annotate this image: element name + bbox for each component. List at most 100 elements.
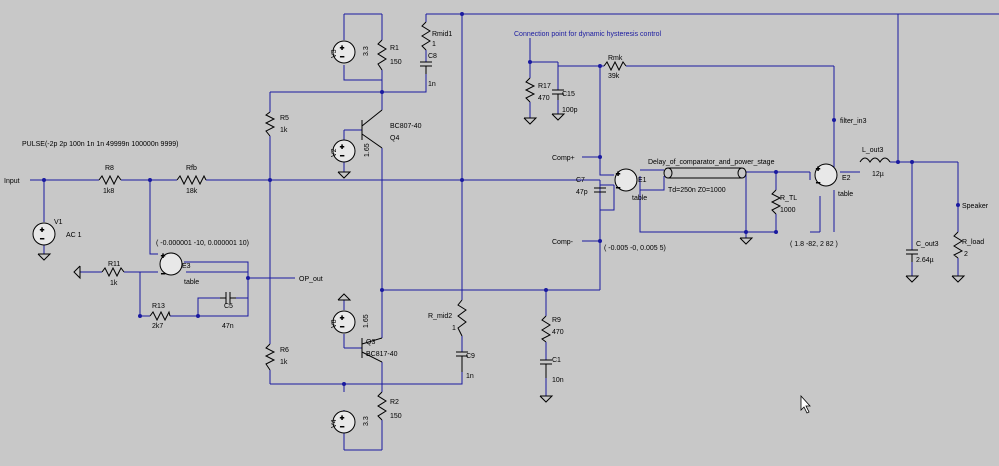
source-e2[interactable]: +− — [814, 163, 838, 188]
svg-text:R1: R1 — [390, 45, 399, 52]
svg-text:1: 1 — [432, 41, 436, 48]
capacitor-c15[interactable] — [552, 89, 564, 100]
svg-text:1n: 1n — [428, 81, 436, 88]
svg-text:−: − — [816, 180, 820, 187]
resistor-r6[interactable] — [264, 343, 276, 371]
resistor-rfb[interactable] — [176, 174, 207, 186]
svg-text:150: 150 — [390, 413, 402, 420]
svg-text:+: + — [40, 227, 44, 234]
svg-text:47n: 47n — [222, 323, 234, 330]
ground-symbols — [37, 113, 966, 403]
svg-text:12µ: 12µ — [872, 171, 884, 178]
svg-text:( 1.8 -82, 2 82 ): ( 1.8 -82, 2 82 ) — [790, 241, 838, 248]
resistor-r9[interactable] — [541, 315, 552, 343]
svg-text:R6: R6 — [280, 347, 289, 354]
resistor-rmid1[interactable] — [421, 21, 431, 51]
svg-text:2.64µ: 2.64µ — [916, 257, 934, 264]
comp-minus-label: Comp- — [552, 239, 574, 246]
source-v1[interactable]: +− — [32, 222, 56, 246]
svg-text:1k8: 1k8 — [103, 188, 114, 195]
source-v8[interactable]: +− — [332, 310, 356, 334]
svg-text:C9: C9 — [466, 353, 475, 360]
svg-text:2k7: 2k7 — [152, 323, 163, 330]
svg-text:+: + — [161, 253, 165, 260]
svg-text:BC817-40: BC817-40 — [366, 351, 398, 358]
svg-text:+: + — [340, 315, 344, 322]
svg-text:L_out3: L_out3 — [862, 147, 884, 154]
capacitor-c9[interactable] — [456, 351, 468, 372]
svg-text:−: − — [161, 271, 165, 278]
svg-text:470: 470 — [552, 329, 564, 336]
svg-text:C1: C1 — [552, 357, 561, 364]
pulse-label: PULSE(-2p 2p 100n 1n 1n 49999n 100000n 9… — [22, 141, 178, 148]
svg-text:100p: 100p — [562, 107, 578, 114]
svg-text:150: 150 — [390, 59, 402, 66]
svg-text:1.65: 1.65 — [363, 314, 370, 328]
wires — [30, 13, 999, 451]
svg-text:( -0.000001 -10, 0.000001 10): ( -0.000001 -10, 0.000001 10) — [156, 240, 249, 247]
mouse-cursor-icon — [800, 394, 811, 414]
svg-text:−: − — [340, 54, 344, 61]
resistor-r5[interactable] — [264, 111, 276, 137]
transmission-line[interactable] — [663, 167, 747, 179]
svg-text:table: table — [184, 279, 199, 286]
resistor-r11[interactable] — [101, 266, 125, 278]
svg-text:table: table — [838, 191, 853, 198]
svg-text:( -0.005 -0, 0.005 5): ( -0.005 -0, 0.005 5) — [604, 245, 666, 252]
resistor-rmk[interactable] — [603, 60, 627, 72]
svg-text:+: + — [616, 171, 620, 178]
svg-text:1k: 1k — [280, 359, 288, 366]
svg-text:39k: 39k — [608, 73, 620, 80]
resistor-r1[interactable] — [377, 39, 387, 71]
components: +− +− +− +− +− +− +− +− — [32, 12, 966, 434]
capacitor-cout3[interactable] — [906, 249, 918, 262]
source-e1[interactable]: +− — [614, 168, 638, 193]
resistor-rmid2[interactable] — [457, 299, 467, 337]
resistor-rload[interactable] — [953, 231, 964, 259]
svg-text:1n: 1n — [466, 373, 474, 380]
svg-text:V1: V1 — [54, 219, 63, 226]
svg-text:AC 1: AC 1 — [66, 232, 82, 239]
source-v2[interactable]: +− — [332, 139, 356, 163]
resistor-r13[interactable] — [149, 310, 171, 322]
svg-text:C7: C7 — [576, 177, 585, 184]
capacitor-c8[interactable] — [420, 61, 432, 74]
svg-text:V8: V8 — [331, 319, 338, 328]
resistor-r8[interactable] — [98, 174, 122, 186]
svg-text:Td=250n Z0=1000: Td=250n Z0=1000 — [668, 187, 726, 194]
svg-text:−: − — [616, 185, 620, 192]
transistor-q3[interactable] — [361, 337, 383, 363]
resistor-rtl[interactable] — [770, 189, 782, 215]
svg-text:R8: R8 — [105, 165, 114, 172]
source-v3[interactable]: +− — [332, 40, 356, 64]
resistor-r17[interactable] — [524, 77, 536, 103]
filter-in-label: filter_in3 — [840, 118, 867, 125]
input-label: Input — [4, 178, 20, 185]
svg-text:+: + — [340, 144, 344, 151]
source-e3[interactable]: +− — [159, 252, 183, 279]
svg-text:Q4: Q4 — [390, 135, 399, 142]
svg-text:Q3: Q3 — [366, 339, 375, 346]
svg-text:V4: V4 — [331, 419, 338, 428]
capacitor-c1[interactable] — [540, 359, 552, 378]
svg-text:V3: V3 — [331, 49, 338, 58]
capacitor-c5[interactable] — [220, 292, 236, 304]
svg-text:−: − — [340, 153, 344, 160]
source-v4[interactable]: +− — [332, 410, 356, 434]
labels: PULSE(-2p 2p 100n 1n 1n 49999n 100000n 9… — [4, 31, 989, 428]
svg-text:−: − — [40, 236, 44, 243]
svg-text:C5: C5 — [224, 303, 233, 310]
transistor-q4[interactable] — [361, 109, 383, 149]
svg-text:+: + — [816, 166, 820, 173]
inductor-lout3[interactable] — [859, 157, 891, 163]
svg-text:E2: E2 — [842, 175, 851, 182]
svg-text:R9: R9 — [552, 317, 561, 324]
svg-text:R5: R5 — [280, 115, 289, 122]
svg-text:1: 1 — [452, 325, 456, 332]
svg-text:R17: R17 — [538, 83, 551, 90]
svg-text:1000: 1000 — [780, 207, 796, 214]
hysteresis-note: Connection point for dynamic hysteresis … — [514, 31, 662, 38]
resistor-r2[interactable] — [377, 391, 387, 421]
capacitor-c7[interactable] — [594, 187, 606, 193]
